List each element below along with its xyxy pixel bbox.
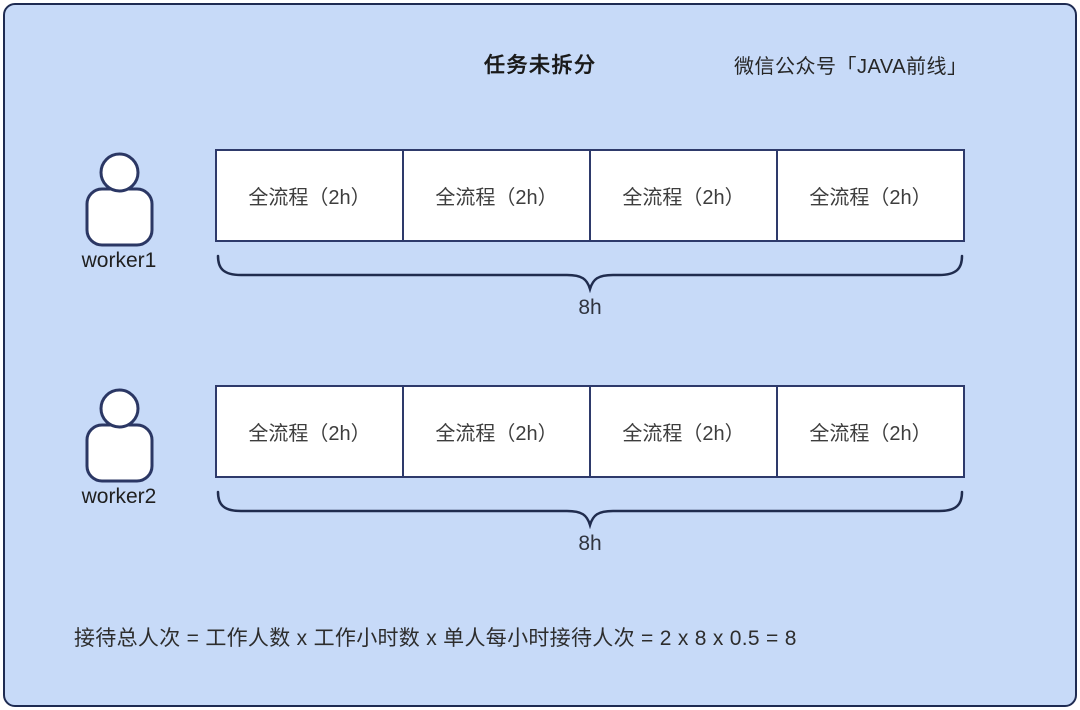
worker1-figure: worker1 [49,149,189,272]
task-box: 全流程（2h） [776,151,963,240]
person-icon [85,152,154,247]
capacity-formula: 接待总人次 = 工作人数 x 工作小时数 x 单人每小时接待人次 = 2 x 8… [74,627,797,650]
brand-label: 微信公众号「JAVA前线」 [734,56,968,78]
worker-row-1: worker1 全流程（2h） 全流程（2h） 全流程（2h） 全流程（2h） … [5,149,1080,329]
worker2-label: worker2 [81,485,157,508]
page-title: 任务未拆分 [484,54,597,77]
task-box: 全流程（2h） [402,387,589,476]
person-icon [85,388,154,483]
task-box-row-1: 全流程（2h） 全流程（2h） 全流程（2h） 全流程（2h） [215,149,965,242]
task-box: 全流程（2h） [589,387,776,476]
worker1-label: worker1 [81,249,157,272]
duration-label: 8h [578,296,602,319]
task-box: 全流程（2h） [589,151,776,240]
task-box: 全流程（2h） [217,151,402,240]
worker-row-2: worker2 全流程（2h） 全流程（2h） 全流程（2h） 全流程（2h） … [5,385,1080,565]
curly-brace-icon [216,490,964,529]
task-box-row-2: 全流程（2h） 全流程（2h） 全流程（2h） 全流程（2h） [215,385,965,478]
worker2-figure: worker2 [49,385,189,508]
task-box: 全流程（2h） [217,387,402,476]
diagram-canvas: 任务未拆分 微信公众号「JAVA前线」 worker1 全流程（2h） 全流程（… [3,3,1077,707]
task-box: 全流程（2h） [776,387,963,476]
task-box: 全流程（2h） [402,151,589,240]
duration-label: 8h [578,532,602,555]
curly-brace-icon [216,254,964,293]
